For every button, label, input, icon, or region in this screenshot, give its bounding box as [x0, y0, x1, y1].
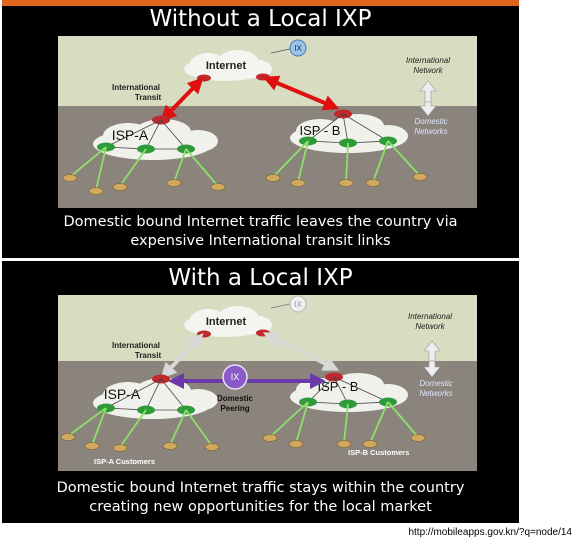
- caption-without-ixp: Domestic bound Internet traffic leaves t…: [12, 213, 509, 251]
- transit-link-isp-b: [262, 75, 340, 111]
- source-url: http://mobileapps.gov.kn/?q=node/14: [408, 527, 572, 538]
- ix-badge: [289, 39, 307, 57]
- caption-line-2: creating new opportunities for the local…: [89, 499, 432, 515]
- domestic-peering-label-line1: Domestic: [217, 394, 254, 403]
- domestic-networks-label-line1: Domestic: [414, 117, 447, 126]
- domestic-networks-label-line2: Networks: [414, 127, 447, 136]
- title-accent-strip: [2, 0, 519, 6]
- caption-with-ixp: Domestic bound Internet traffic stays wi…: [12, 479, 509, 517]
- ix-badge-label: IX: [294, 44, 302, 53]
- internet-label: Internet: [206, 60, 247, 72]
- ix-badge-connector: [270, 48, 291, 54]
- caption-line-2: expensive International transit links: [130, 233, 391, 249]
- internet-cloud: Internet: [184, 50, 272, 81]
- isp-b-customers-label: ISP-B Customers: [348, 448, 409, 457]
- panel-with-ixp: With a Local IXP Internet IX I: [2, 261, 519, 523]
- local-ix-node: [222, 364, 248, 390]
- isp-a-label: ISP-A: [104, 386, 141, 402]
- intl-transit-label-line2: Transit: [135, 93, 162, 102]
- internet-router-right: [256, 73, 270, 81]
- isp-b-cloud: ISP - B: [290, 114, 408, 153]
- intl-network-label-line2: Network: [415, 322, 445, 331]
- ix-badge-label: IX: [294, 300, 302, 309]
- local-ix-label: IX: [231, 372, 240, 382]
- ix-badge-faded: [289, 295, 307, 313]
- isp-a-customers-label: ISP-A Customers: [94, 457, 155, 466]
- zone-boundary-arrow: [423, 340, 441, 378]
- domestic-networks-label-line1: Domestic: [419, 379, 452, 388]
- intl-network-label-line2: Network: [413, 66, 443, 75]
- transit-link-isp-b: [262, 332, 340, 371]
- customer-routers: [60, 433, 426, 452]
- caption-line-1: Domestic bound Internet traffic stays wi…: [56, 480, 465, 496]
- customer-links: [67, 401, 419, 448]
- panel-without-ixp: Without a Local IXP Internet IX: [2, 0, 519, 258]
- internet-router-right: [256, 329, 270, 337]
- internet-router-left: [197, 74, 211, 82]
- transit-link-isp-a: [160, 333, 204, 379]
- internet-router-left: [197, 330, 211, 338]
- diagram-with-ixp: Internet IX International Transit Intern…: [58, 295, 477, 471]
- domestic-networks-label-line2: Networks: [419, 389, 452, 398]
- ix-badge-connector: [270, 303, 291, 309]
- intl-network-label-line1: International: [408, 312, 452, 321]
- zone-boundary-arrow: [419, 80, 437, 117]
- transit-link-isp-a: [160, 77, 204, 122]
- panel-title-without-ixp: Without a Local IXP: [149, 6, 372, 32]
- intl-network-label-line1: International: [406, 56, 450, 65]
- intl-transit-label-line2: Transit: [135, 351, 162, 360]
- intl-transit-label-line1: International: [112, 341, 160, 350]
- panel-title-with-ixp: With a Local IXP: [168, 265, 353, 291]
- customer-routers: [62, 173, 428, 195]
- caption-line-1: Domestic bound Internet traffic leaves t…: [63, 214, 458, 230]
- intl-transit-label-line1: International: [112, 83, 160, 92]
- customer-links: [69, 140, 421, 191]
- domestic-peering-label-line2: Peering: [220, 404, 249, 413]
- isp-b-label: ISP - B: [300, 123, 341, 138]
- diagram-without-ixp: Internet IX International Transit Intern…: [58, 36, 477, 208]
- internet-label: Internet: [206, 316, 247, 328]
- internet-cloud: Internet: [184, 306, 272, 337]
